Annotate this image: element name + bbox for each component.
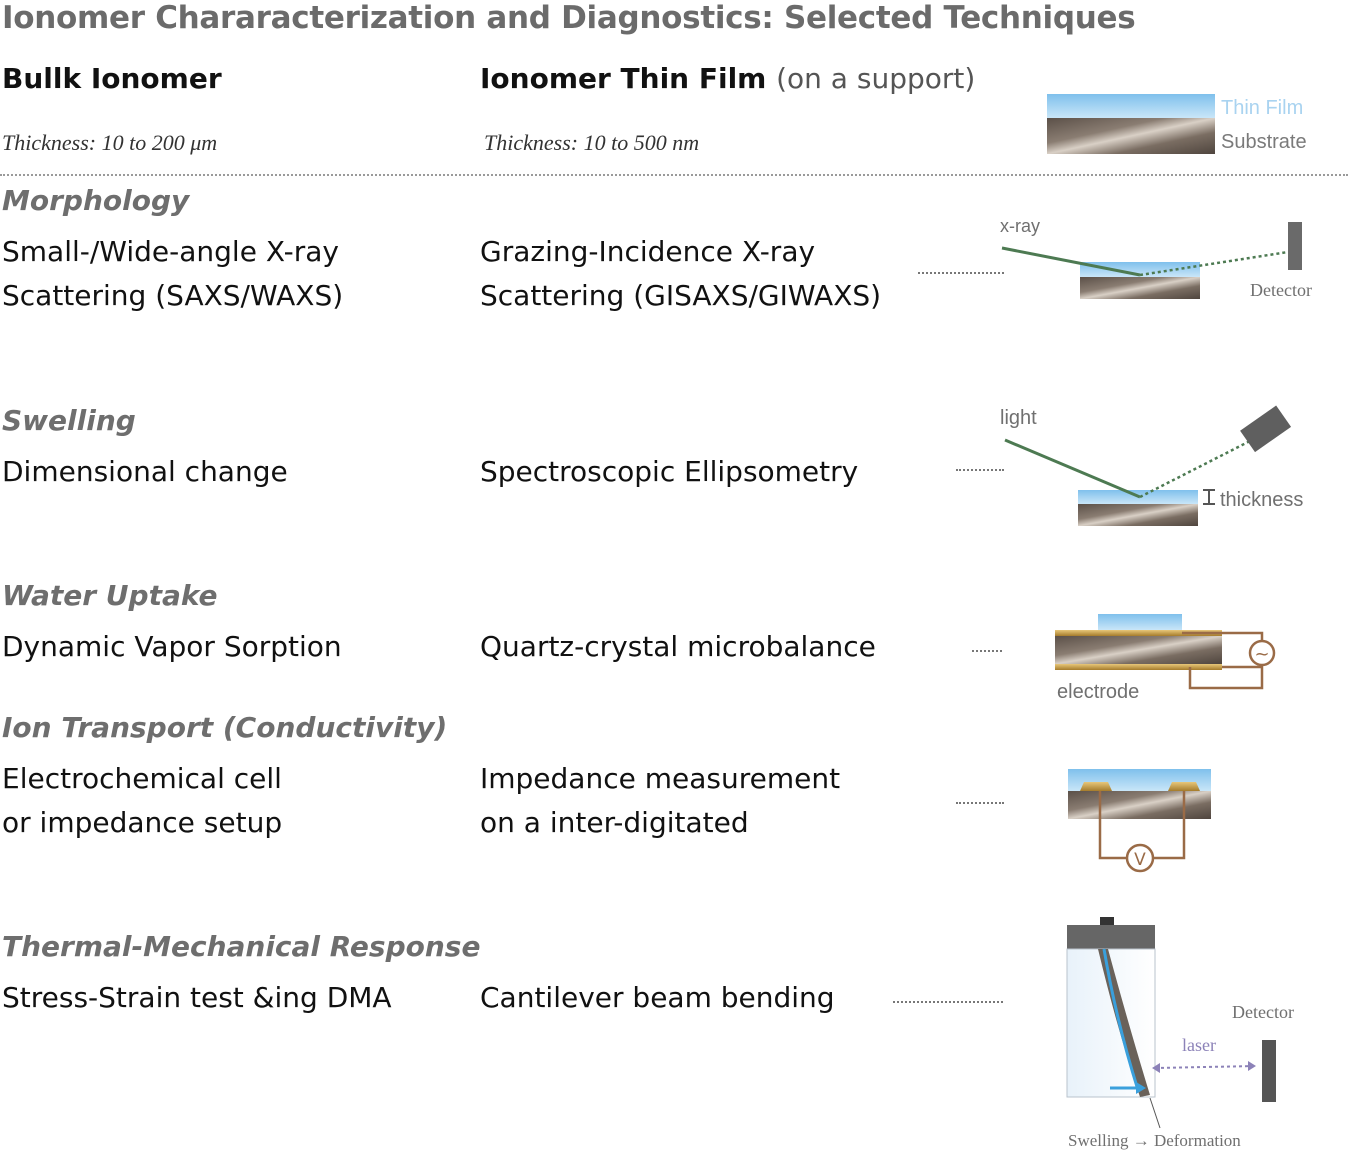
crystal (1055, 636, 1222, 664)
legend-film-layer (1047, 94, 1215, 118)
film-heading-main: Ionomer Thin Film (480, 62, 767, 95)
caption-label: Swelling → Deformation (1068, 1131, 1241, 1150)
bulk-technique-thermal-mechanical: Stress-Strain test &ing DMA (2, 976, 392, 1020)
film-technique-thermal-mechanical: Cantilever beam bending (480, 976, 835, 1020)
category-morphology: Morphology (2, 184, 190, 217)
circuit-wire-left (1098, 791, 1126, 860)
thickness-label: thickness (1220, 489, 1303, 511)
voltmeter-symbol: V (1134, 850, 1146, 870)
page-title: Ionomer Chararacterization and Diagnosti… (2, 0, 1136, 36)
technique-line: Spectroscopic Ellipsometry (480, 455, 859, 488)
technique-line: on a inter-digitated (480, 806, 749, 839)
gisaxs-diagram: x-ray Detector (1000, 216, 1312, 300)
leader-dots (893, 1001, 1003, 1003)
category-swelling: Swelling (2, 404, 136, 437)
technique-line: Stress-Strain test &ing DMA (2, 981, 392, 1014)
bulk-technique-water-uptake: Dynamic Vapor Sorption (2, 625, 342, 669)
bulk-column-heading: Bullk Ionomer (2, 62, 222, 95)
film-column-heading: Ionomer Thin Film (on a support) (480, 62, 975, 95)
film-heading-suffix: (on a support) (776, 62, 976, 95)
substrate-layer (1068, 791, 1211, 819)
circuit-wire-bottom (1188, 665, 1264, 690)
technique-line: Quartz-crystal microbalance (480, 630, 876, 663)
reflected-light (1139, 438, 1253, 499)
legend-substrate-label: Substrate (1221, 131, 1307, 153)
oscillator-symbol: ~ (1254, 644, 1269, 665)
voltmeter-icon (1125, 843, 1155, 873)
substrate-layer (1080, 277, 1200, 299)
detector-plate (1262, 1040, 1276, 1102)
swollen-film (1102, 948, 1140, 1091)
technique-line: Scattering (SAXS/WAXS) (2, 279, 344, 312)
category-ion-transport: Ion Transport (Conductivity) (2, 711, 448, 744)
bulk-technique-ion-transport: Electrochemical cell or impedance setup (2, 757, 282, 845)
technique-line: or impedance setup (2, 806, 283, 839)
leader-dots (956, 802, 1004, 804)
header-divider (0, 174, 1348, 176)
clamp-block (1067, 925, 1155, 949)
bulk-thickness: Thickness: 10 to 200 μm (2, 130, 218, 155)
laser-beam (1154, 1065, 1257, 1069)
deformation-pointer (1149, 1097, 1161, 1129)
film-technique-swelling: Spectroscopic Ellipsometry (480, 450, 858, 494)
category-water-uptake: Water Uptake (2, 579, 218, 612)
laser-arrow-head-right (1248, 1061, 1256, 1071)
laser-arrow-head (1152, 1063, 1160, 1073)
incident-light (1004, 438, 1141, 499)
top-electrode (1055, 630, 1222, 636)
circuit-wire-right (1154, 791, 1186, 860)
bottom-electrode (1055, 664, 1222, 670)
technique-line: Cantilever beam bending (480, 981, 835, 1014)
scattered-beam (1139, 250, 1289, 277)
cantilever-diagram: Detector laser Swelling → Deformation (1066, 917, 1294, 1150)
film-technique-water-uptake: Quartz-crystal microbalance (480, 625, 876, 669)
film-layer (1080, 262, 1200, 277)
technique-line: Grazing-Incidence X-ray (480, 235, 816, 268)
oscillator-icon (1248, 639, 1276, 667)
circuit-wire-top (1182, 631, 1264, 640)
detector-box (1240, 405, 1292, 453)
bulk-technique-swelling: Dimensional change (2, 450, 288, 494)
detector-plate (1288, 222, 1302, 270)
legend-stack: Thin Film Substrate (1047, 94, 1307, 154)
ellipsometry-diagram: light thickness (1000, 405, 1303, 526)
leader-dots (956, 469, 1004, 471)
technique-line: Dimensional change (2, 455, 288, 488)
electrode-label: electrode (1057, 681, 1139, 703)
legend-thin-film-label: Thin Film (1221, 97, 1303, 119)
bulk-technique-morphology: Small-/Wide-angle X-ray Scattering (SAXS… (2, 230, 343, 318)
film-technique-ion-transport: Impedance measurement on a inter-digitat… (480, 757, 840, 845)
technique-line: Dynamic Vapor Sorption (2, 630, 342, 663)
clamp-top (1100, 917, 1114, 925)
qcm-diagram: ~ electrode (1055, 614, 1276, 703)
substrate-layer (1078, 504, 1198, 526)
leader-dots (972, 650, 1002, 652)
light-label: light (1000, 407, 1037, 429)
swelling-arrow-head (1136, 1082, 1146, 1094)
category-thermal-mechanical: Thermal-Mechanical Response (2, 930, 481, 963)
technique-line: Small-/Wide-angle X-ray (2, 235, 339, 268)
film-layer (1098, 614, 1182, 630)
detector-label: Detector (1250, 280, 1312, 300)
technique-line: Impedance measurement (480, 762, 841, 795)
impedance-diagram: V (1068, 769, 1211, 873)
technique-line: Electrochemical cell (2, 762, 282, 795)
technique-line: Scattering (GISAXS/GIWAXS) (480, 279, 882, 312)
legend-substrate-layer (1047, 118, 1215, 154)
right-electrode (1168, 782, 1200, 791)
incident-beam (1001, 246, 1141, 277)
leader-dots (918, 272, 1004, 274)
film-technique-morphology: Grazing-Incidence X-ray Scattering (GISA… (480, 230, 881, 318)
laser-label: laser (1182, 1035, 1216, 1055)
detector-label: Detector (1232, 1002, 1294, 1022)
xray-label: x-ray (1000, 216, 1040, 236)
left-electrode (1080, 782, 1112, 791)
film-thickness: Thickness: 10 to 500 nm (484, 130, 700, 155)
